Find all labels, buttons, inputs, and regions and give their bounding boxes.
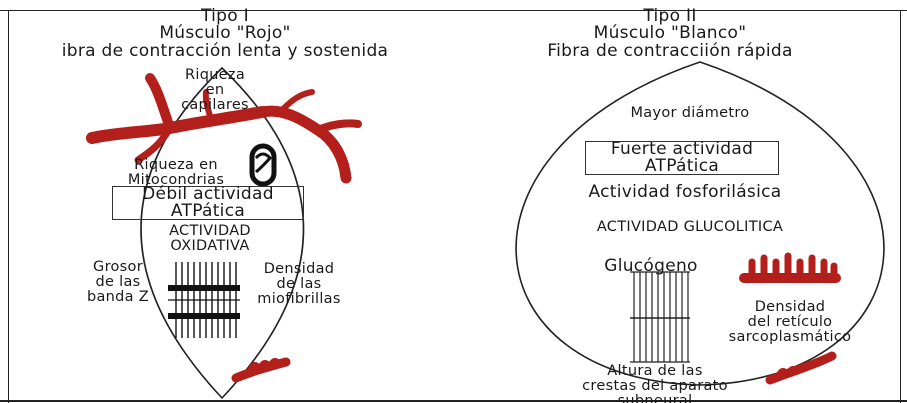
debil-atp-label: Débil actividad ATPática (112, 186, 304, 221)
densidad-mio-line-1: Densidad (244, 262, 354, 277)
crestas-line-1: Altura de las (560, 364, 750, 379)
capilares-line-2: en (160, 83, 270, 98)
grosor-banda-z-label: Grosor de las banda Z (78, 260, 158, 304)
mitocondrias-line-1: Riqueza en (106, 158, 246, 173)
myofibrils-z-band-icon (168, 262, 240, 338)
diametro-label: Mayor diámetro (590, 106, 790, 121)
type-i-title: Tipo I Músculo "Rojo" ibra de contracció… (20, 8, 430, 60)
motor-end-plate-right-icon (770, 356, 832, 380)
fuerte-atp-line-2: ATPática (585, 158, 779, 175)
crestas-line-3: subneural (560, 394, 750, 403)
motor-end-plate-left-icon (236, 360, 286, 378)
glycogen-myofibrils-icon (630, 272, 690, 362)
grosor-line-1: Grosor (78, 260, 158, 275)
crestas-line-2: crestas del aparato (560, 379, 750, 394)
grosor-line-2: de las (78, 275, 158, 290)
densidad-mio-line-3: miofibrillas (244, 292, 354, 307)
capilares-line-3: capilares (160, 98, 270, 113)
capilares-line-1: Riqueza (160, 68, 270, 83)
capilares-label: Riqueza en capilares (160, 68, 270, 112)
densidad-mio-line-2: de las (244, 277, 354, 292)
type-ii-title: Tipo II Músculo "Blanco" Fibra de contra… (480, 8, 860, 60)
reticulo-label: Densidad del retículo sarcoplasmático (700, 300, 880, 344)
reticulo-line-3: sarcoplasmático (700, 330, 880, 345)
debil-atp-line-2: ATPática (112, 203, 304, 220)
fosforilasica-label: Actividad fosforilásica (545, 184, 825, 201)
oxidativa-line-1: ACTIVIDAD (130, 224, 290, 239)
oxidativa-label: ACTIVIDAD OXIDATIVA (130, 224, 290, 254)
densidad-miofibrillas-label: Densidad de las miofibrillas (244, 262, 354, 306)
glucolitica-label: ACTIVIDAD GLUCOLITICA (540, 220, 840, 235)
reticulo-line-2: del retículo (700, 315, 880, 330)
sarcoplasmic-reticulum-icon (744, 256, 836, 278)
crestas-label: Altura de las crestas del aparato subneu… (560, 364, 750, 403)
fuerte-atp-label: Fuerte actividad ATPática (585, 141, 779, 176)
type-ii-fiber-description: Fibra de contracciión rápida (480, 43, 860, 60)
glucogeno-label: Glucógeno (596, 258, 706, 275)
grosor-line-3: banda Z (78, 290, 158, 305)
oxidativa-line-2: OXIDATIVA (130, 239, 290, 254)
mitochondria-icon (252, 146, 274, 184)
reticulo-line-1: Densidad (700, 300, 880, 315)
type-i-fiber-description: ibra de contracción lenta y sostenida (20, 43, 430, 60)
